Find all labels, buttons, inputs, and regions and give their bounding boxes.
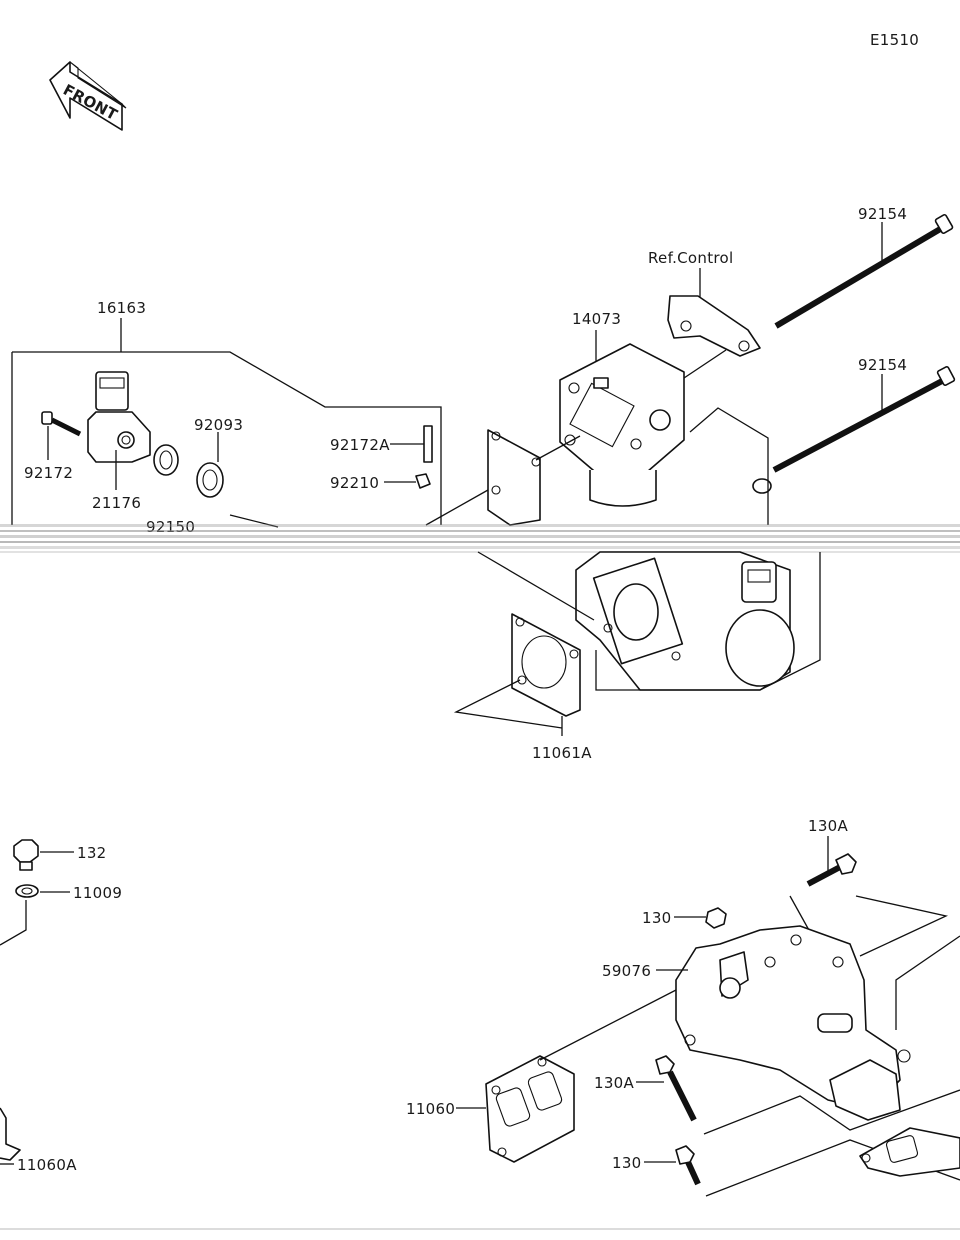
case-59076-part <box>675 925 911 1121</box>
bolt-130-bottom-part <box>675 1145 701 1186</box>
gasket-11060A-part <box>0 1107 21 1161</box>
label-11009: 11009 <box>73 884 122 902</box>
scan-noise-bottom <box>0 1228 960 1230</box>
gasket-right-partial-part <box>859 1127 960 1177</box>
o-ring-92093-part <box>196 462 224 498</box>
label-92172A: 92172A <box>330 436 390 454</box>
clip-part <box>153 444 179 476</box>
washer-part <box>752 478 772 494</box>
reference-label: Ref.Control <box>648 249 733 267</box>
group-outline-sensor <box>12 351 442 525</box>
bolt-130A-bottom-part <box>655 1055 697 1122</box>
stud-92172A-part <box>423 425 433 463</box>
bolt-92154-top-part <box>774 214 954 329</box>
label-130A-bottom: 130A <box>594 1074 635 1092</box>
label-14073: 14073 <box>572 310 621 328</box>
label-132: 132 <box>77 844 107 862</box>
label-92093: 92093 <box>194 416 243 434</box>
nut-92210-part <box>415 473 431 489</box>
throttle-body-part <box>575 551 795 691</box>
front-arrow-icon: FRONT <box>49 61 127 131</box>
diagram-code: E1510 <box>870 31 919 49</box>
screw-92172-part <box>41 411 82 437</box>
gasket-11061A-part <box>511 613 581 717</box>
label-92210: 92210 <box>330 474 379 492</box>
label-11061A: 11061A <box>532 744 592 762</box>
scan-noise-band <box>0 524 960 553</box>
label-21176: 21176 <box>92 494 141 512</box>
label-92154-mid: 92154 <box>858 356 907 374</box>
holder-14073-part <box>559 343 685 507</box>
bolt-130-top-part <box>705 907 727 929</box>
label-130A-top: 130A <box>808 817 849 835</box>
label-92172: 92172 <box>24 464 73 482</box>
bolt-132-part <box>13 839 39 871</box>
throttle-sensor-part <box>87 371 151 463</box>
label-130-bottom: 130 <box>612 1154 642 1172</box>
label-59076: 59076 <box>602 962 651 980</box>
bracket-ref-control-part <box>667 295 761 357</box>
label-92154-top: 92154 <box>858 205 907 223</box>
label-130-top: 130 <box>642 909 672 927</box>
bolt-130A-top-part <box>806 853 857 887</box>
label-11060: 11060 <box>406 1100 455 1118</box>
label-16163: 16163 <box>97 299 146 317</box>
bolt-92154-mid-part <box>772 366 956 473</box>
label-11060A: 11060A <box>17 1156 77 1174</box>
gasket-upper-part <box>487 429 541 526</box>
gasket-11060-part <box>485 1055 575 1163</box>
washer-11009-part <box>15 884 39 898</box>
